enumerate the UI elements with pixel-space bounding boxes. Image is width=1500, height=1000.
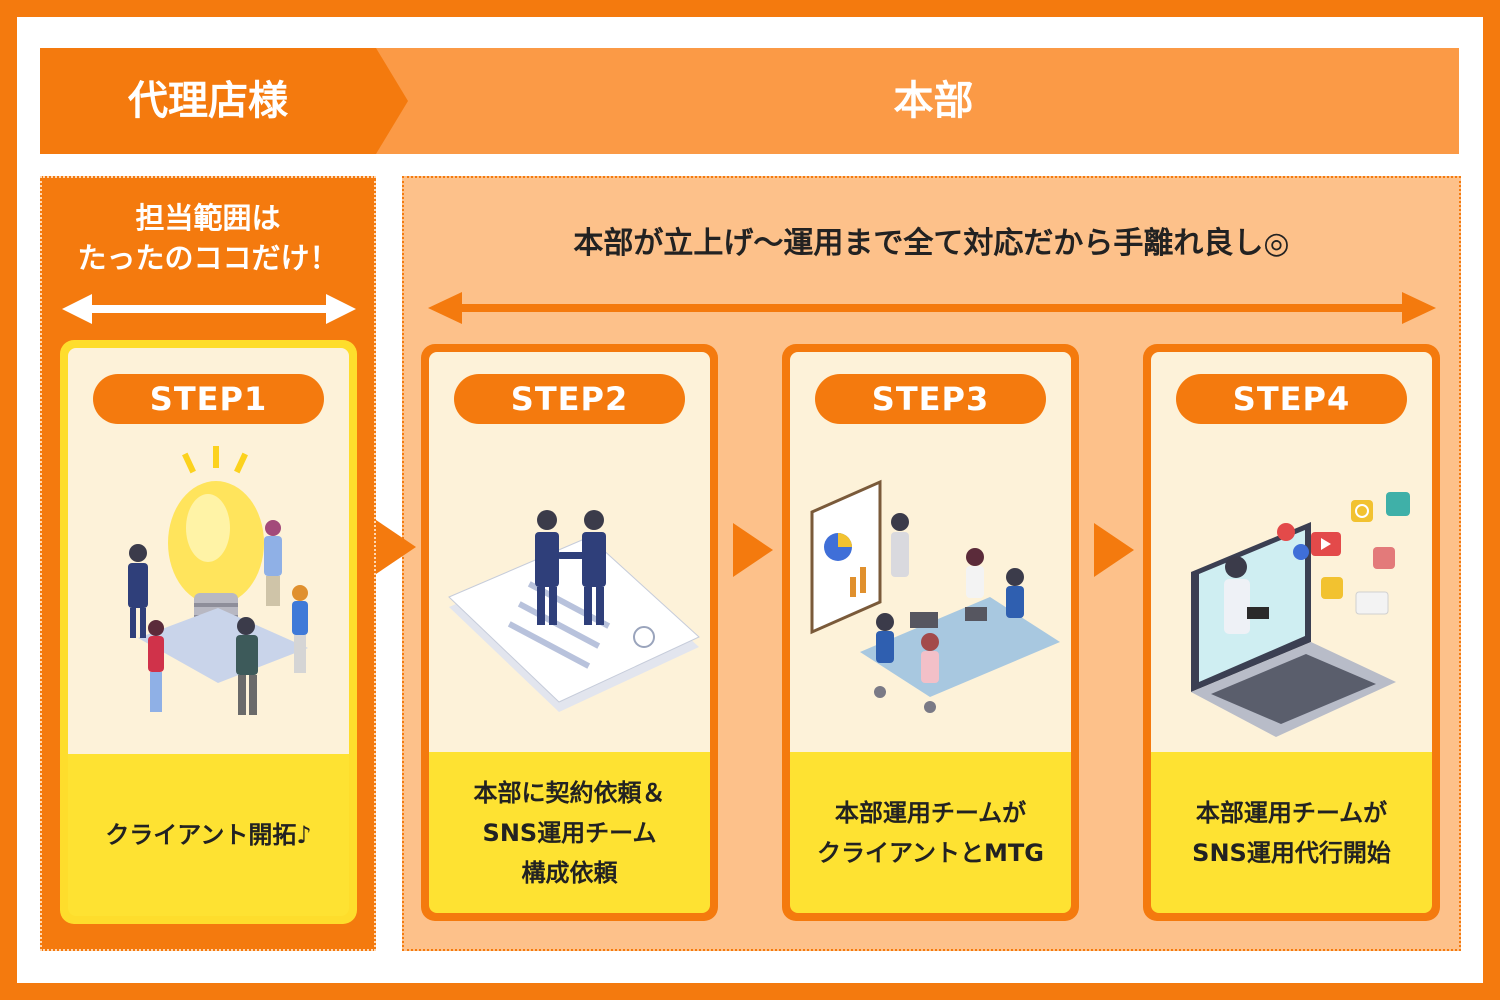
laptop-sns-icon [1191, 492, 1410, 737]
step2-card: 本部に契約依頼＆ SNS運用チーム 構成依頼 STEP2 [421, 344, 718, 921]
step2-description-line1: 本部に契約依頼＆ [473, 778, 666, 807]
step1-card: クライアント開拓♪ STEP1 [60, 340, 357, 924]
header-headquarters-label: 本部 [893, 78, 974, 124]
step1-description: クライアント開拓♪ [68, 754, 349, 916]
agency-scope-title: 担当範囲は たったのココだけ！ [40, 198, 376, 278]
step3-description-line1: 本部運用チームが [834, 798, 1027, 827]
step3-description-line2: クライアントとMTG [817, 838, 1044, 867]
step2-description-line2: SNS運用チーム [482, 818, 657, 847]
step4-description-line2: SNS運用代行開始 [1192, 838, 1391, 867]
arrow-step2-to-step3 [733, 523, 773, 577]
step3-badge: STEP3 [815, 374, 1046, 424]
agency-scope-title-line2: たったのココだけ！ [77, 241, 339, 275]
step1-badge: STEP1 [93, 374, 324, 424]
step4-badge: STEP4 [1176, 374, 1407, 424]
header-agency-label: 代理店様 [128, 78, 288, 124]
agency-range-arrow [62, 294, 356, 324]
headquarters-range-arrow [428, 292, 1436, 324]
step4-card: 本部運用チームが SNS運用代行開始 STEP4 [1143, 344, 1440, 921]
step2-badge: STEP2 [454, 374, 685, 424]
step1-description-line1: クライアント開拓♪ [105, 821, 312, 849]
step3-card: 本部運用チームが クライアントとMTG STEP3 [782, 344, 1079, 921]
step4-description: 本部運用チームが SNS運用代行開始 [1151, 752, 1432, 913]
step3-description: 本部運用チームが クライアントとMTG [790, 752, 1071, 913]
header-agency-band [40, 48, 408, 154]
lightbulb-team-icon [128, 446, 308, 715]
headquarters-scope-title: 本部が立上げ〜運用まで全て対応だから手離れ良し◎ [573, 226, 1290, 261]
handshake-contract-icon [448, 510, 700, 712]
step2-description: 本部に契約依頼＆ SNS運用チーム 構成依頼 [429, 752, 710, 913]
step4-description-line1: 本部運用チームが [1195, 798, 1388, 827]
agency-scope-title-line1: 担当範囲は [135, 201, 281, 235]
arrow-step3-to-step4 [1094, 523, 1134, 577]
step2-description-line3: 構成依頼 [521, 858, 618, 887]
arrow-step1-to-step2 [376, 520, 416, 574]
meeting-presentation-icon [810, 479, 1060, 713]
